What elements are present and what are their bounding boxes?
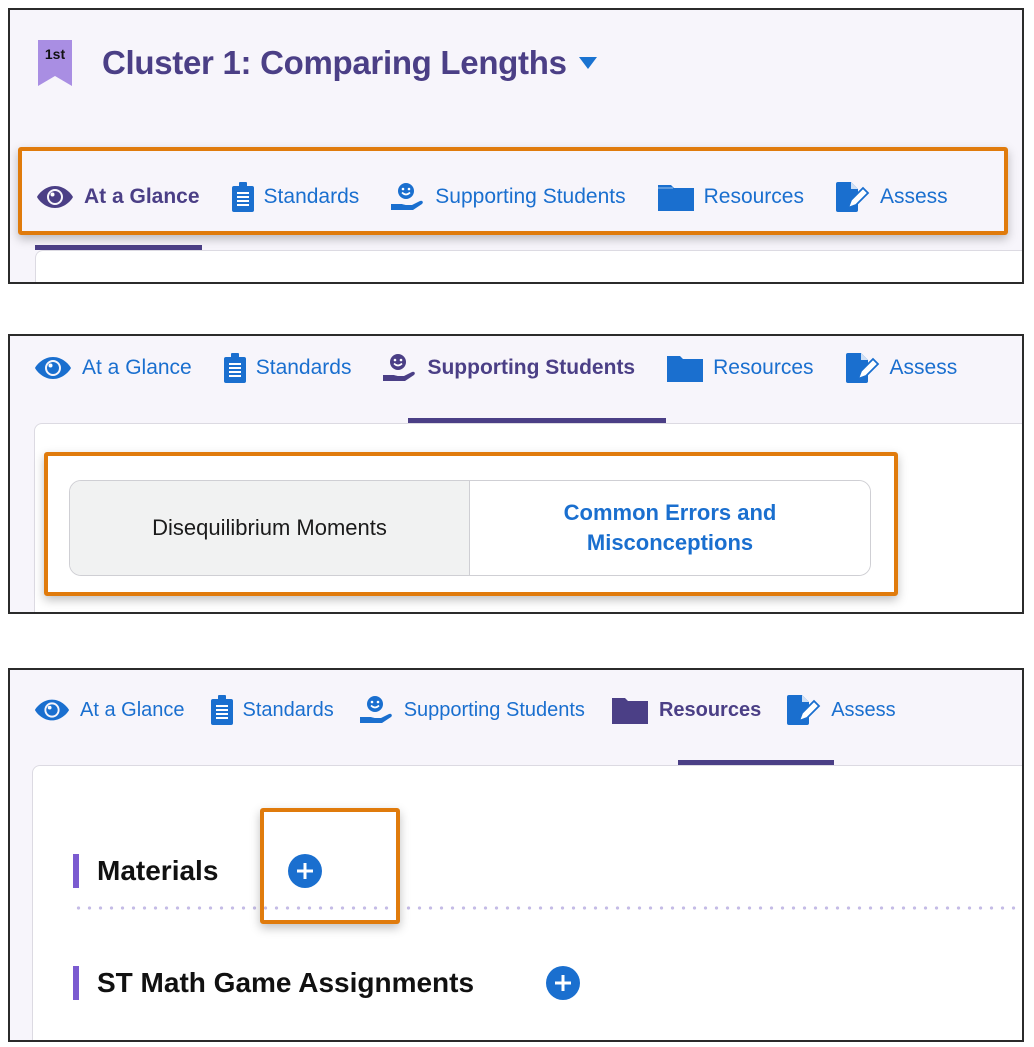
section-title: Materials [97, 855, 219, 886]
tab-label: Standards [255, 356, 352, 379]
segment-disequilibrium-moments[interactable]: Disequilibrium Moments [70, 481, 470, 575]
segment-label: Common Errors and Misconceptions [563, 500, 777, 555]
content-card [35, 250, 1022, 282]
tab-bar: At a Glance Standards Supporting Student… [34, 348, 989, 388]
eye-icon [36, 185, 74, 209]
tab-label: Standards [242, 698, 334, 721]
tab-label: Assess [879, 185, 948, 208]
tab-label: Assess [889, 356, 958, 379]
section-divider [73, 906, 1022, 910]
hand-smile-icon [359, 695, 394, 725]
eye-icon [34, 698, 70, 722]
document-pencil-icon [845, 353, 880, 383]
clipboard-icon [231, 182, 254, 212]
clipboard-icon [210, 695, 233, 725]
tab-standards[interactable]: Standards [223, 353, 352, 383]
active-tab-indicator [678, 760, 834, 765]
tab-at-a-glance[interactable]: At a Glance [34, 356, 192, 380]
active-tab-indicator [35, 245, 202, 250]
tab-assess[interactable]: Assess [845, 353, 958, 383]
hand-smile-icon [391, 182, 425, 212]
tab-label: Assess [831, 698, 896, 721]
segmented-control: Disequilibrium Moments Common Errors and… [69, 480, 871, 576]
eye-icon [34, 356, 72, 380]
cluster-title-row: 1st Cluster 1: Comparing Lengths [38, 40, 597, 86]
clipboard-icon [223, 353, 246, 383]
tab-label: At a Glance [82, 356, 192, 379]
section-st-math-game-assignments: ST Math Game Assignments [73, 966, 581, 1000]
tab-standards[interactable]: Standards [231, 182, 360, 212]
section-title: ST Math Game Assignments [97, 967, 475, 998]
tab-assess[interactable]: Assess [835, 182, 948, 212]
tab-supporting-students[interactable]: Supporting Students [391, 182, 626, 212]
supporting-students-panel: At a Glance Standards Supporting Student… [8, 334, 1024, 614]
cluster-title: Cluster 1: Comparing Lengths [102, 44, 567, 81]
folder-icon [667, 354, 704, 382]
tab-label: Resources [713, 356, 814, 379]
tab-label: Supporting Students [403, 698, 585, 721]
grade-badge-label: 1st [44, 46, 66, 62]
folder-icon [611, 696, 649, 724]
plus-icon [297, 863, 314, 879]
active-tab-indicator [408, 418, 666, 423]
tab-supporting-students[interactable]: Supporting Students [383, 353, 635, 383]
tab-resources[interactable]: Resources [667, 354, 814, 382]
tab-label: Resources [658, 698, 762, 721]
ribbon-icon [38, 40, 72, 86]
tab-label: At a Glance [84, 185, 200, 208]
chevron-down-icon[interactable] [578, 57, 597, 69]
cluster-header-panel: 1st Cluster 1: Comparing Lengths At a Gl… [8, 8, 1024, 284]
section-materials: Materials [73, 854, 323, 888]
tab-bar: At a Glance Standards Supporting Student… [36, 177, 980, 217]
content-card: Materials ST Math Game Assignments [32, 765, 1022, 1040]
tab-supporting-students[interactable]: Supporting Students [359, 695, 585, 725]
add-materials-button[interactable] [288, 854, 323, 888]
resources-panel: At a Glance Standards Supporting Student… [8, 668, 1024, 1042]
tab-assess[interactable]: Assess [787, 695, 896, 725]
tab-label: Resources [703, 185, 804, 208]
tab-resources[interactable]: Resources [657, 183, 804, 211]
section-accent-bar [73, 966, 79, 1000]
plus-icon [555, 975, 572, 991]
hand-smile-icon [383, 353, 417, 383]
tab-at-a-glance[interactable]: At a Glance [34, 698, 185, 722]
document-pencil-icon [787, 695, 821, 725]
folder-icon [657, 183, 694, 211]
tab-label: Supporting Students [427, 356, 636, 379]
section-accent-bar [73, 854, 79, 888]
tab-label: Standards [263, 185, 360, 208]
content-card: Disequilibrium Moments Common Errors and… [34, 423, 1022, 612]
tab-standards[interactable]: Standards [210, 695, 334, 725]
tab-bar: At a Glance Standards Supporting Student… [34, 690, 928, 730]
segment-common-errors[interactable]: Common Errors and Misconceptions [470, 481, 870, 575]
tab-label: At a Glance [80, 698, 185, 721]
grade-badge: 1st [38, 40, 72, 86]
tab-at-a-glance[interactable]: At a Glance [36, 185, 200, 209]
document-pencil-icon [835, 182, 870, 212]
add-st-math-game-button[interactable] [546, 966, 581, 1000]
tab-resources[interactable]: Resources [611, 696, 761, 724]
tab-label: Supporting Students [435, 185, 626, 208]
